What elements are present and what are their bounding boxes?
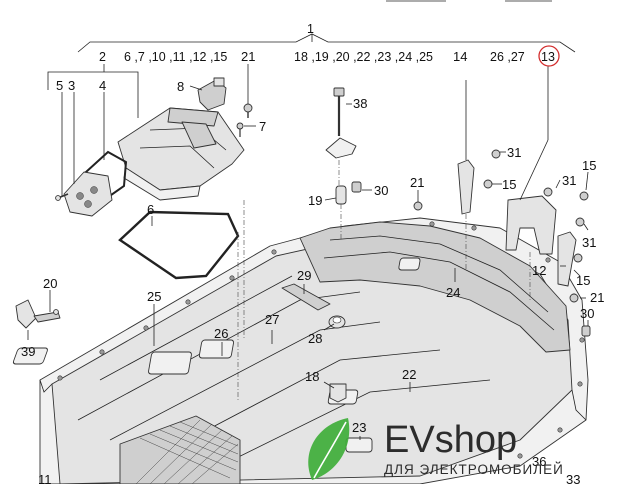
label-21c: 21 xyxy=(590,290,604,305)
label-30b: 30 xyxy=(580,306,594,321)
bracket-12 xyxy=(557,231,577,287)
label-31c: 31 xyxy=(582,235,596,250)
watermark-tagline: ДЛЯ ЭЛЕКТРОМОБИЛЕЙ xyxy=(384,462,564,477)
label-36: 36 xyxy=(532,454,546,469)
label-7: 7 xyxy=(259,119,266,134)
label-31a: 31 xyxy=(507,145,521,160)
label-6: 6 xyxy=(147,202,154,217)
screw-5 xyxy=(55,193,69,201)
label-20: 20 xyxy=(43,276,57,291)
label-12: 12 xyxy=(532,263,546,278)
label-group-left: 6 ,7 ,10 ,11 ,12 ,15 xyxy=(124,50,227,64)
label-13: 13 xyxy=(541,50,555,64)
label-8: 8 xyxy=(177,79,184,94)
label-29: 29 xyxy=(297,268,311,283)
label-27: 27 xyxy=(265,312,279,327)
bolt-21-left xyxy=(243,103,253,118)
label-15c: 15 xyxy=(576,273,590,288)
pin-30 xyxy=(351,181,362,193)
watermark-brand: EVshop xyxy=(384,419,517,461)
bolt-7 xyxy=(236,122,244,137)
pin-19 xyxy=(335,185,347,205)
gasket-6 xyxy=(118,210,240,280)
label-33: 33 xyxy=(566,472,580,484)
floor-seals xyxy=(12,257,421,453)
label-11: 11 xyxy=(38,472,52,484)
label-15b: 15 xyxy=(582,158,596,173)
label-18: 18 xyxy=(305,369,319,384)
label-31b: 31 xyxy=(562,173,576,188)
callout-leaders xyxy=(27,64,589,440)
bracket-14 xyxy=(457,80,475,215)
battery-housing xyxy=(39,217,589,484)
battery-control-unit xyxy=(117,107,245,201)
label-5: 5 xyxy=(56,78,63,93)
bolt-21-mid xyxy=(413,201,423,211)
label-21a: 21 xyxy=(241,49,255,64)
connector-8 xyxy=(197,77,227,111)
label-24: 24 xyxy=(446,285,460,300)
evshop-watermark: EVshop ДЛЯ ЭЛЕКТРОМОБИЛЕЙ xyxy=(308,418,564,480)
label-1: 1 xyxy=(307,22,314,36)
connector-39 xyxy=(15,299,61,329)
highlight-circle-13 xyxy=(538,45,560,67)
label-4: 4 xyxy=(99,78,106,93)
label-38: 38 xyxy=(353,96,367,111)
label-group-mid: 18 ,19 ,20 ,22 ,23 ,24 ,25 xyxy=(294,50,433,64)
label-28: 28 xyxy=(308,331,322,346)
connector-3 xyxy=(63,171,113,217)
label-19: 19 xyxy=(308,193,322,208)
label-21b: 21 xyxy=(410,175,424,190)
label-2: 2 xyxy=(99,50,106,64)
label-26: 26 xyxy=(214,326,228,341)
label-15a: 15 xyxy=(502,177,516,192)
label-14: 14 xyxy=(453,49,467,64)
leaf-icon xyxy=(308,418,350,480)
label-3: 3 xyxy=(68,78,75,93)
callout-labels: 1 2 6 ,7 ,10 ,11 ,12 ,15 18 ,19 ,20 ,22 … xyxy=(21,22,604,484)
top-bracket xyxy=(77,33,576,53)
bracket-13 xyxy=(505,195,557,255)
label-25: 25 xyxy=(147,289,161,304)
label-39: 39 xyxy=(21,344,35,359)
label-group-right: 26 ,27 xyxy=(490,50,525,64)
assembly-lines xyxy=(237,160,531,400)
label-22: 22 xyxy=(402,367,416,382)
label-23: 23 xyxy=(352,420,366,435)
bolt-38 xyxy=(325,87,357,159)
label-30a: 30 xyxy=(374,183,388,198)
